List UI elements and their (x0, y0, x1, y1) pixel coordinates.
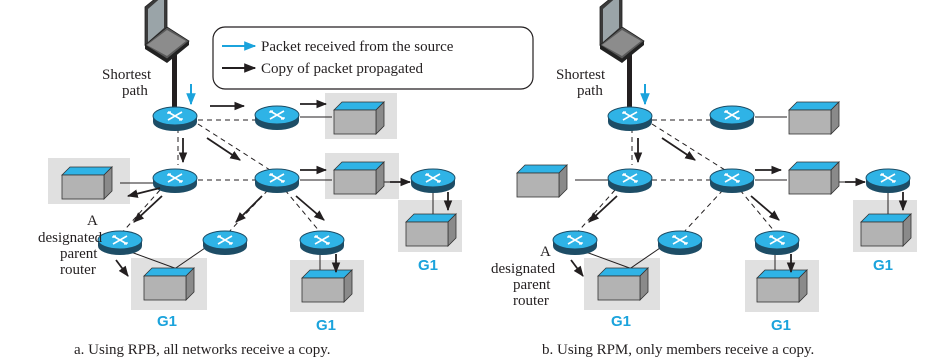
designated-label: A (87, 213, 98, 229)
shortest-path-label: path (122, 83, 148, 99)
laptop-icon (599, 0, 645, 64)
caption-b: b. Using RPM, only members receive a cop… (542, 342, 814, 358)
copy-arrows (570, 137, 908, 277)
router-designated-parent (97, 230, 143, 256)
designated-label: router (60, 262, 96, 278)
caption-a: a. Using RPB, all networks receive a cop… (74, 342, 330, 358)
group-label: G1 (873, 257, 893, 274)
panel-rpb: Shortest path A designated parent router… (38, 0, 462, 358)
panel-rpm: Shortest path A designated parent router… (491, 0, 917, 358)
group-label: G1 (157, 313, 177, 330)
designated-label: parent (513, 277, 551, 293)
designated-label: router (513, 293, 549, 309)
router (410, 168, 456, 194)
laptop-icon (144, 0, 190, 64)
router (709, 168, 755, 194)
lan-box-g1 (143, 267, 195, 301)
router-designated-parent (552, 230, 598, 256)
router (152, 168, 198, 194)
lan-box (516, 164, 568, 198)
lan-box-g1 (597, 267, 649, 301)
router (657, 230, 703, 256)
legend-box (212, 26, 534, 90)
shortest-path-label: Shortest (556, 67, 606, 83)
router (865, 168, 911, 194)
router (754, 230, 800, 256)
copy-arrows (115, 99, 453, 277)
lan-box (61, 166, 113, 200)
designated-label: designated (38, 230, 103, 246)
router-source (152, 106, 198, 132)
group-label: G1 (418, 257, 438, 274)
group-label: G1 (771, 317, 791, 334)
source-link (627, 45, 632, 113)
lan-box (788, 161, 840, 195)
lan-box-g1 (405, 213, 457, 247)
router (709, 105, 755, 131)
group-label: G1 (611, 313, 631, 330)
network-links (574, 116, 889, 273)
router (254, 105, 300, 131)
shortest-path-label: path (577, 83, 603, 99)
lan-box (333, 101, 385, 135)
router (607, 168, 653, 194)
legend: Packet received from the source Copy of … (212, 26, 534, 90)
group-label: G1 (316, 317, 336, 334)
designated-label: designated (491, 261, 556, 277)
lan-box (333, 161, 385, 195)
shortest-path-label: Shortest (102, 67, 152, 83)
lan-box-g1 (756, 269, 808, 303)
router (254, 168, 300, 194)
designated-label: A (540, 244, 551, 260)
lan-box-g1 (301, 269, 353, 303)
router (202, 230, 248, 256)
source-link (172, 45, 177, 113)
router-source (607, 106, 653, 132)
router (299, 230, 345, 256)
lan-box (788, 101, 840, 135)
designated-label: parent (60, 246, 98, 262)
legend-propagated: Copy of packet propagated (261, 61, 424, 77)
lan-box-g1 (860, 213, 912, 247)
legend-received: Packet received from the source (261, 39, 454, 55)
